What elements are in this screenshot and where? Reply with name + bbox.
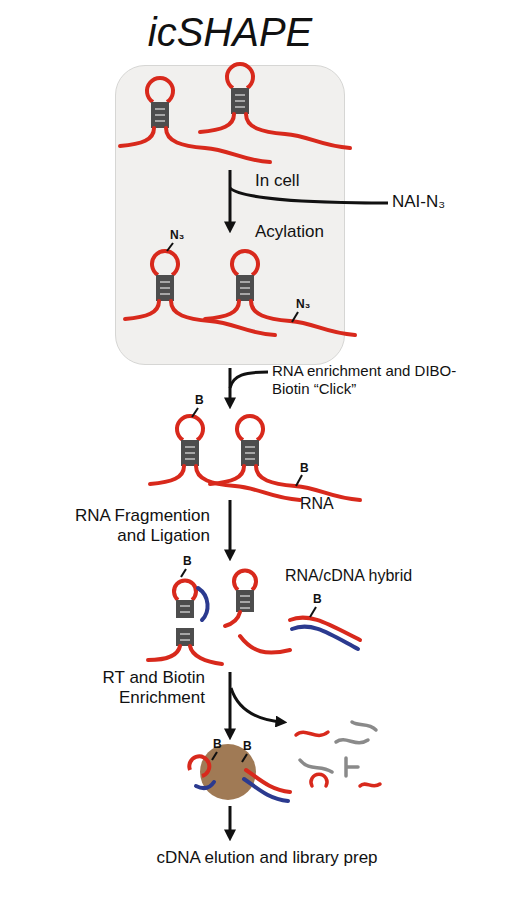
biotin-tag — [192, 408, 198, 417]
molecule-label: RNA — [300, 494, 360, 513]
step-label: In cell — [255, 171, 299, 191]
biotin-label: B — [300, 461, 320, 475]
molecule-label: RNA/cDNA hybrid — [285, 566, 455, 585]
azide-label: N₃ — [170, 228, 210, 242]
streptavidin-bead — [189, 744, 290, 801]
azide-label: N₃ — [296, 297, 336, 311]
reagent-label: NAI-N₃ — [392, 192, 502, 212]
step-label: RNA Fragmention and Ligation — [58, 506, 210, 547]
biotin-tag — [296, 475, 302, 486]
step-label: Acylation — [255, 222, 324, 242]
diagram-title: icSHAPE — [110, 8, 350, 56]
biotin-label: B — [243, 739, 263, 753]
biotin-label: B — [195, 393, 215, 407]
biotin-label: B — [313, 592, 333, 606]
step-label: RT and Biotin Enrichment — [40, 668, 205, 709]
step-label: RNA enrichment and DIBO-Biotin “Click” — [272, 362, 462, 398]
discarded-fragments — [296, 722, 380, 786]
biotin-label: B — [213, 737, 233, 751]
step-label: cDNA elution and library prep — [40, 848, 494, 868]
biotin-label: B — [183, 554, 203, 568]
cell-box — [115, 65, 345, 365]
rna-hairpin — [210, 416, 360, 500]
rna-hairpin — [150, 416, 300, 500]
